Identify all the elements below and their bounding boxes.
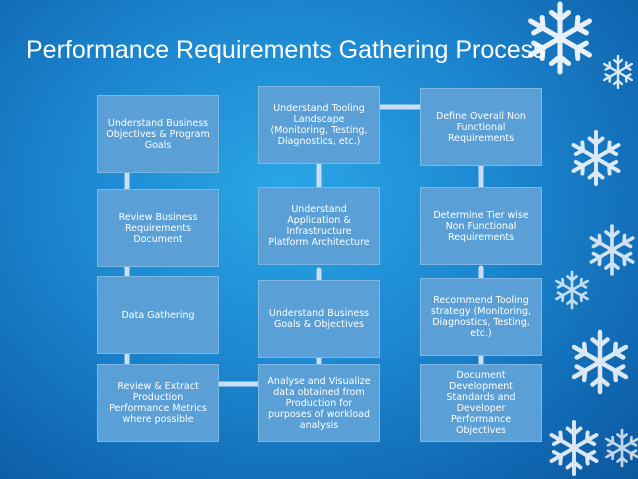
step-data-gathering: Data Gathering xyxy=(97,276,219,354)
step-understand-business-objectives: Understand Business Objectives & Program… xyxy=(97,95,219,173)
step-understand-business-goals: Understand Business Goals & Objectives xyxy=(258,280,380,358)
step-recommend-tooling-strategy: Recommend Tooling strategy (Monitoring, … xyxy=(420,278,542,356)
step-define-overall-nfr: Define Overall Non Functional Requiremen… xyxy=(420,88,542,166)
step-determine-tier-wise-nfr: Determine Tier wise Non Functional Requi… xyxy=(420,187,542,265)
step-understand-tooling-landscape: Understand Tooling Landscape (Monitoring… xyxy=(258,86,380,164)
step-document-development-standards: Document Development Standards and Devel… xyxy=(420,364,542,442)
step-understand-application-architecture: Understand Application & Infrastructure … xyxy=(258,187,380,265)
step-review-extract-production-metrics: Review & Extract Production Performance … xyxy=(97,364,219,442)
step-analyse-visualize-production-data: Analyse and Visualize data obtained from… xyxy=(258,364,380,442)
step-review-business-requirements: Review Business Requirements Document xyxy=(97,189,219,267)
page-title: Performance Requirements Gathering Proce… xyxy=(26,36,546,64)
